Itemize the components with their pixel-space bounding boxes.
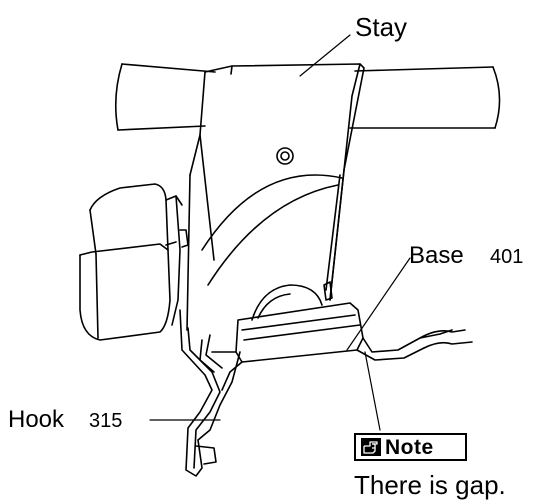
note-badge: Note xyxy=(354,433,467,461)
base-part-number: 401 xyxy=(490,246,524,268)
hook-part-number: 315 xyxy=(89,410,123,432)
base-part xyxy=(211,302,453,391)
surface-edge xyxy=(419,329,473,349)
stay-label: Stay xyxy=(355,12,408,42)
hook-label: Hook xyxy=(8,406,65,433)
stay-plate xyxy=(186,63,365,331)
arm-bar xyxy=(114,63,501,131)
hook-part xyxy=(179,309,241,477)
base-dome xyxy=(251,284,323,321)
note-label: Note xyxy=(385,435,434,459)
hand-pointing-icon xyxy=(361,438,381,456)
base-label: Base xyxy=(409,242,464,269)
gap-caption: There is gap. xyxy=(354,470,506,500)
leader-lines xyxy=(149,34,411,431)
left-block xyxy=(79,183,189,341)
